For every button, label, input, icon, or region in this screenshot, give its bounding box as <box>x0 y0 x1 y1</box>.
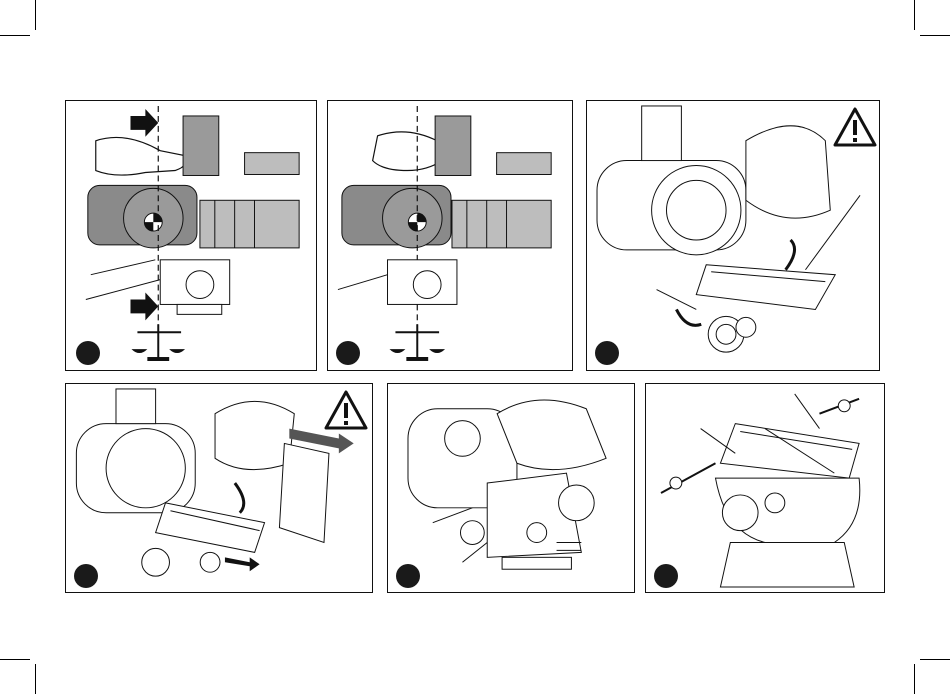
crop-mark <box>0 35 30 36</box>
step-marker <box>396 564 420 588</box>
crop-mark <box>914 0 915 30</box>
panel-2 <box>327 100 573 371</box>
panel-1 <box>65 100 317 371</box>
crop-mark <box>0 659 30 660</box>
illustration-head-knobs <box>388 384 634 592</box>
panel-5 <box>387 383 635 593</box>
crop-mark <box>920 659 950 660</box>
panel-4 <box>65 383 373 593</box>
crop-mark <box>914 664 915 694</box>
step-marker <box>336 341 360 365</box>
step-marker <box>654 564 678 588</box>
illustration-head-plate <box>646 384 884 592</box>
illustration-balance-front <box>66 101 316 370</box>
crop-mark <box>35 0 36 30</box>
step-marker <box>74 564 98 588</box>
step-marker <box>595 341 619 365</box>
panel-3 <box>586 100 880 371</box>
warning-icon <box>324 390 368 430</box>
warning-icon <box>833 107 877 147</box>
panel-6 <box>645 383 885 593</box>
illustration-balance-centered <box>328 101 572 370</box>
crop-mark <box>35 664 36 694</box>
step-marker <box>76 341 100 365</box>
crop-mark <box>920 35 950 36</box>
